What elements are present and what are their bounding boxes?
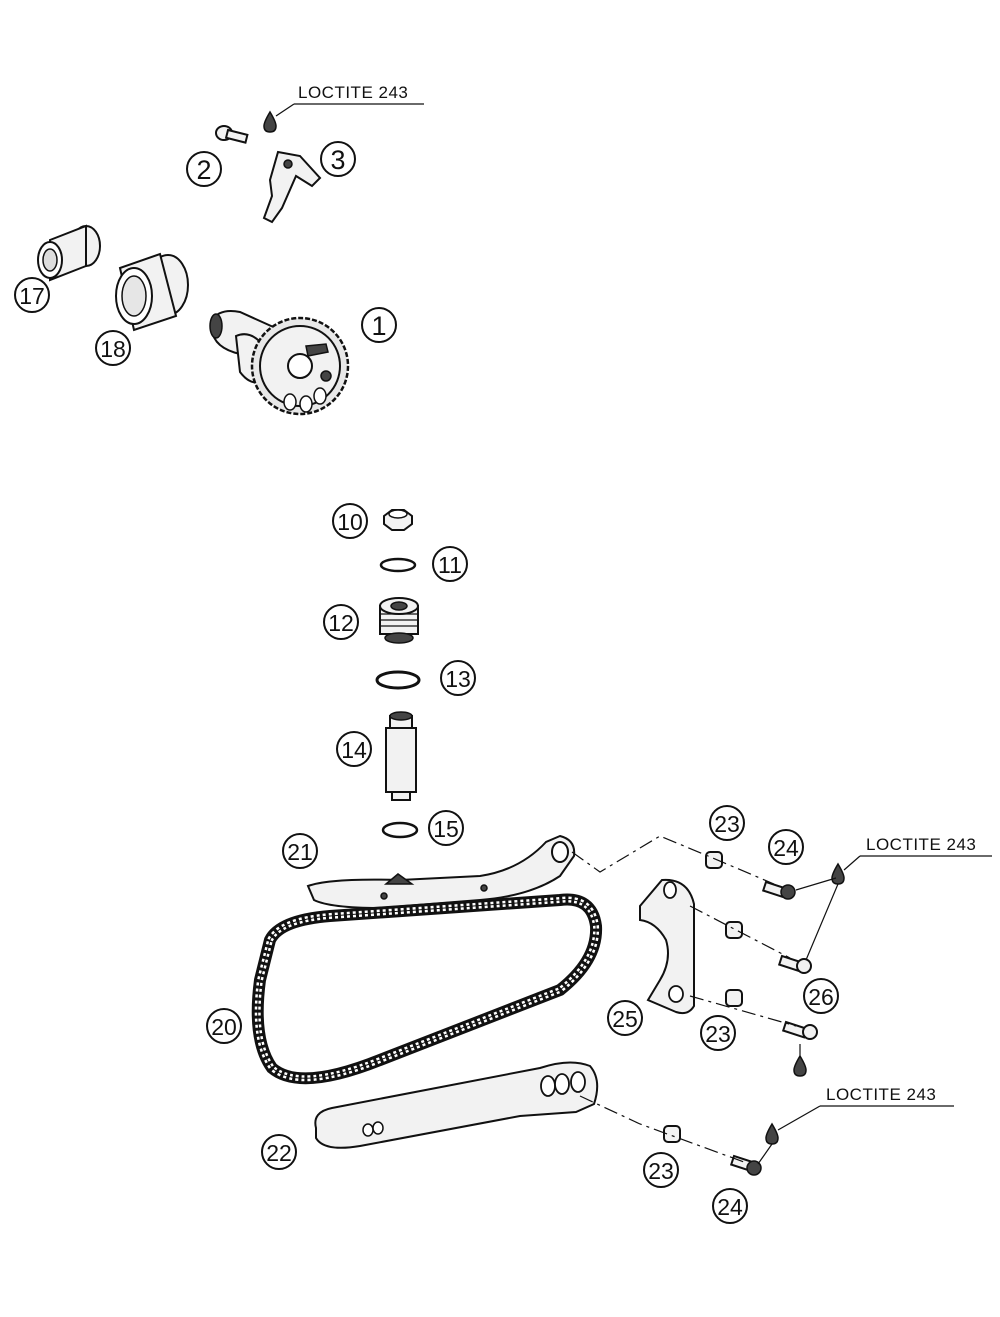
axis-line-lower — [689, 995, 797, 1027]
callout-23-top: 23 — [709, 805, 745, 841]
loctite-drop-icon-right — [831, 862, 845, 885]
callout-22: 22 — [261, 1134, 297, 1170]
callout-12: 12 — [323, 604, 359, 640]
svg-text:18: 18 — [100, 336, 126, 362]
svg-text:21: 21 — [287, 839, 313, 865]
svg-text:23: 23 — [705, 1021, 731, 1047]
callout-2: 2 — [186, 151, 222, 187]
part-11-oring — [379, 557, 417, 573]
svg-text:1: 1 — [371, 311, 386, 341]
svg-text:26: 26 — [808, 984, 834, 1010]
part-3-lever — [262, 150, 322, 224]
loctite-drop-icon-lower-a — [793, 1054, 807, 1077]
callout-24-top: 24 — [768, 829, 804, 865]
callout-1: 1 — [361, 307, 397, 343]
part-22-guide-rail — [314, 1061, 599, 1149]
axis-line-upper — [571, 835, 775, 885]
callout-23-middle: 23 — [700, 1015, 736, 1051]
callout-23-bottom: 23 — [643, 1152, 679, 1188]
callout-15: 15 — [428, 810, 464, 846]
part-12-tensioner-housing — [379, 597, 419, 644]
loctite-text-bottom: LOCTITE 243 — [826, 1085, 936, 1104]
part-10-plug — [383, 509, 413, 531]
bolt-26 — [777, 954, 812, 974]
loctite-label-bottom: LOCTITE 243 — [777, 1085, 954, 1131]
svg-text:20: 20 — [211, 1014, 237, 1040]
callout-14: 14 — [336, 731, 372, 767]
loctite-text-top: LOCTITE 243 — [298, 83, 408, 102]
svg-text:2: 2 — [196, 155, 211, 185]
loctite-drop-icon-top — [263, 110, 277, 133]
svg-text:13: 13 — [445, 666, 471, 692]
callout-26: 26 — [803, 978, 839, 1014]
bolt-24-upper — [761, 880, 796, 900]
callout-3: 3 — [320, 141, 356, 177]
part-25-guide — [639, 878, 695, 1015]
callout-17: 17 — [14, 277, 50, 313]
svg-text:15: 15 — [433, 816, 459, 842]
svg-text:14: 14 — [341, 737, 367, 763]
callout-21: 21 — [282, 833, 318, 869]
bolt-lower-right — [781, 1020, 818, 1040]
sleeve-23-middle — [725, 921, 743, 939]
sleeve-23-lower — [725, 989, 743, 1007]
sleeve-23-upper — [705, 851, 723, 869]
callout-24-bottom: 24 — [712, 1188, 748, 1224]
part-14-tensioner-plunger — [385, 711, 417, 801]
callout-10: 10 — [332, 503, 368, 539]
svg-text:17: 17 — [19, 283, 45, 309]
svg-text:12: 12 — [328, 610, 354, 636]
svg-text:11: 11 — [438, 552, 462, 578]
axis-line-bottom — [579, 1095, 745, 1163]
part-18-bearing — [115, 252, 189, 332]
svg-text:25: 25 — [612, 1006, 638, 1032]
loctite-label-right: LOCTITE 243 — [843, 835, 992, 871]
loctite-label-top: LOCTITE 243 — [275, 83, 424, 117]
callout-11: 11 — [432, 546, 468, 582]
part-1-camshaft — [209, 310, 350, 416]
part-13-oring — [375, 670, 421, 690]
callout-13: 13 — [440, 660, 476, 696]
svg-text:24: 24 — [717, 1194, 743, 1220]
part-15-oring — [381, 821, 419, 839]
callout-25: 25 — [607, 1000, 643, 1036]
loctite-drop-icon-lower-b — [765, 1122, 779, 1145]
axis-line-middle — [689, 905, 791, 959]
part-17-needle-bearing — [37, 224, 101, 282]
callout-18: 18 — [95, 330, 131, 366]
part-20-timing-chain — [251, 893, 603, 1085]
svg-text:24: 24 — [773, 835, 799, 861]
sleeve-23-bottom — [663, 1125, 681, 1143]
svg-text:3: 3 — [330, 145, 345, 175]
callout-20: 20 — [206, 1008, 242, 1044]
svg-text:10: 10 — [337, 509, 363, 535]
svg-text:23: 23 — [648, 1158, 674, 1184]
svg-text:23: 23 — [714, 811, 740, 837]
svg-text:22: 22 — [266, 1140, 292, 1166]
part-2-bolt — [215, 125, 249, 144]
loctite-text-right: LOCTITE 243 — [866, 835, 976, 854]
